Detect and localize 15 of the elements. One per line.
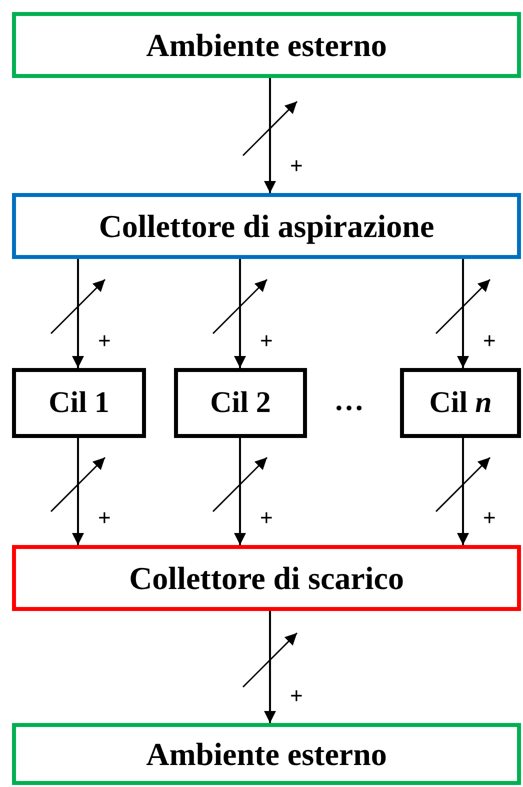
process-box: Collettore di scarico bbox=[12, 545, 521, 611]
process-box: Cil 1 bbox=[12, 368, 146, 438]
arrow bbox=[457, 438, 469, 545]
process-box: Ambiente esterno bbox=[12, 723, 521, 785]
arrow bbox=[234, 259, 246, 368]
process-box: Ambiente esterno bbox=[12, 12, 521, 78]
arrow bbox=[234, 438, 246, 545]
process-box: Collettore di aspirazione bbox=[12, 193, 521, 259]
arrow bbox=[264, 611, 276, 723]
process-box: Cil n bbox=[400, 368, 521, 438]
arrow bbox=[457, 259, 469, 368]
arrow bbox=[72, 438, 84, 545]
arrow bbox=[72, 259, 84, 368]
process-box: Cil 2 bbox=[174, 368, 307, 438]
arrow bbox=[264, 78, 276, 193]
